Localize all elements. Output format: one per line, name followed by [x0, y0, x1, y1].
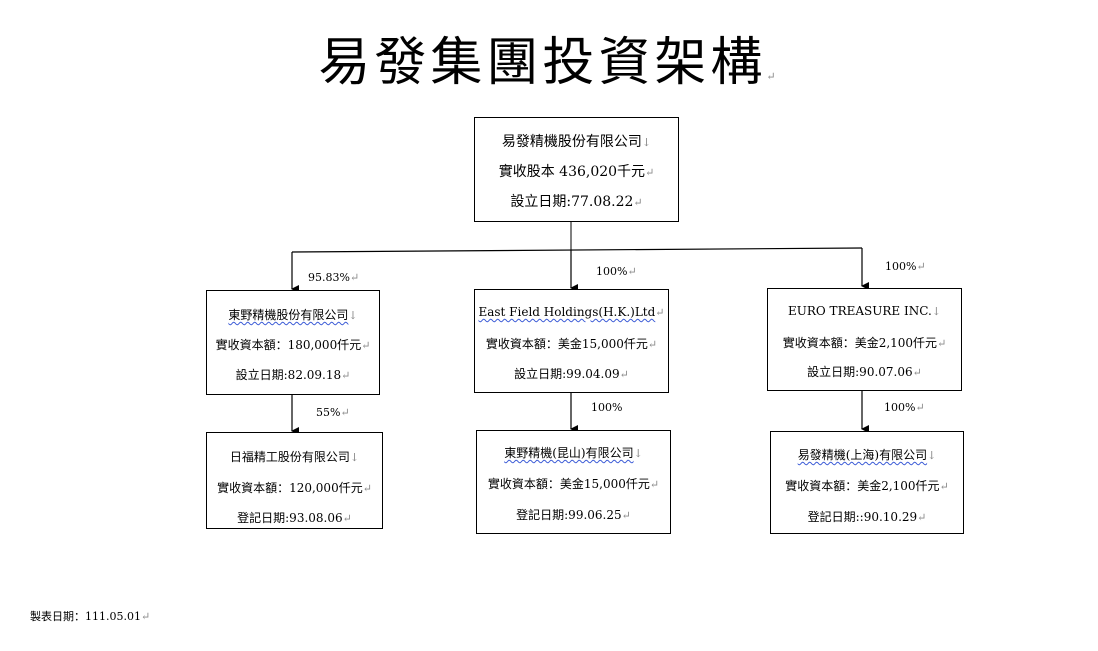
company-box: 東野精機股份有限公司↓ 實收資本額：180,000仟元↵ 設立日期:82.09.… [206, 290, 380, 395]
root-capital: 實收股本 436,020千元↵ [498, 164, 655, 180]
company-box: EURO TREASURE INC.↓ 實收資本額：美金2,100仟元↵ 設立日… [767, 288, 962, 391]
horizontal-bus-line [291, 247, 863, 253]
company-name: EURO TREASURE INC.↓ [788, 304, 941, 318]
table-date-footer: 製表日期：111.05.01↵ [30, 610, 151, 623]
company-name: 東野精機(昆山)有限公司↓ [504, 446, 643, 460]
ownership-pct: 55%↵ [316, 406, 350, 419]
company-box: East Field Holdings(H.K.)Ltd↵ 實收資本額：美金15… [474, 289, 669, 393]
company-capital: 實收資本額：美金2,100仟元↵ [782, 336, 947, 350]
paragraph-mark-icon: ↵ [766, 70, 780, 83]
ownership-pct: 100%↵ [884, 401, 925, 414]
company-name: 東野精機股份有限公司↓ [228, 308, 358, 322]
chart-title: 易發集團投資架構↵ [318, 33, 780, 93]
company-name: 易發精機(上海)有限公司↓ [797, 448, 937, 462]
company-name: 日福精工股份有限公司↓ [229, 450, 360, 464]
company-date: 登記日期:93.08.06↵ [237, 511, 352, 525]
ownership-pct: 100% [591, 401, 623, 414]
company-box: 日福精工股份有限公司↓ 實收資本額：120,000仟元↵ 登記日期:93.08.… [206, 432, 383, 529]
root-date: 設立日期:77.08.22↵ [510, 194, 643, 210]
company-capital: 實收資本額：180,000仟元↵ [215, 338, 371, 352]
root-company-box: 易發精機股份有限公司↓ 實收股本 436,020千元↵ 設立日期:77.08.2… [474, 117, 679, 222]
company-date: 設立日期:90.07.06↵ [807, 365, 922, 379]
company-name: East Field Holdings(H.K.)Ltd↵ [478, 305, 665, 319]
ownership-pct: 95.83%↵ [308, 271, 360, 284]
company-date: 登記日期::90.10.29↵ [807, 510, 927, 524]
company-capital: 實收資本額：美金15,000仟元↵ [485, 337, 658, 351]
company-box: 易發精機(上海)有限公司↓ 實收資本額：美金2,100仟元↵ 登記日期::90.… [770, 431, 964, 534]
company-capital: 實收資本額：120,000仟元↵ [217, 481, 372, 495]
company-capital: 實收資本額：美金2,100仟元↵ [785, 479, 949, 493]
company-date: 設立日期:99.04.09↵ [514, 367, 629, 381]
company-date: 設立日期:82.09.18↵ [235, 368, 351, 382]
company-box: 東野精機(昆山)有限公司↓ 實收資本額：美金15,000仟元↵ 登記日期:99.… [476, 430, 671, 534]
company-capital: 實收資本額：美金15,000仟元↵ [487, 477, 660, 491]
company-date: 登記日期:99.06.25↵ [516, 508, 631, 522]
ownership-pct: 100%↵ [596, 265, 637, 278]
ownership-pct: 100%↵ [885, 260, 926, 273]
root-name: 易發精機股份有限公司↓ [501, 134, 652, 150]
